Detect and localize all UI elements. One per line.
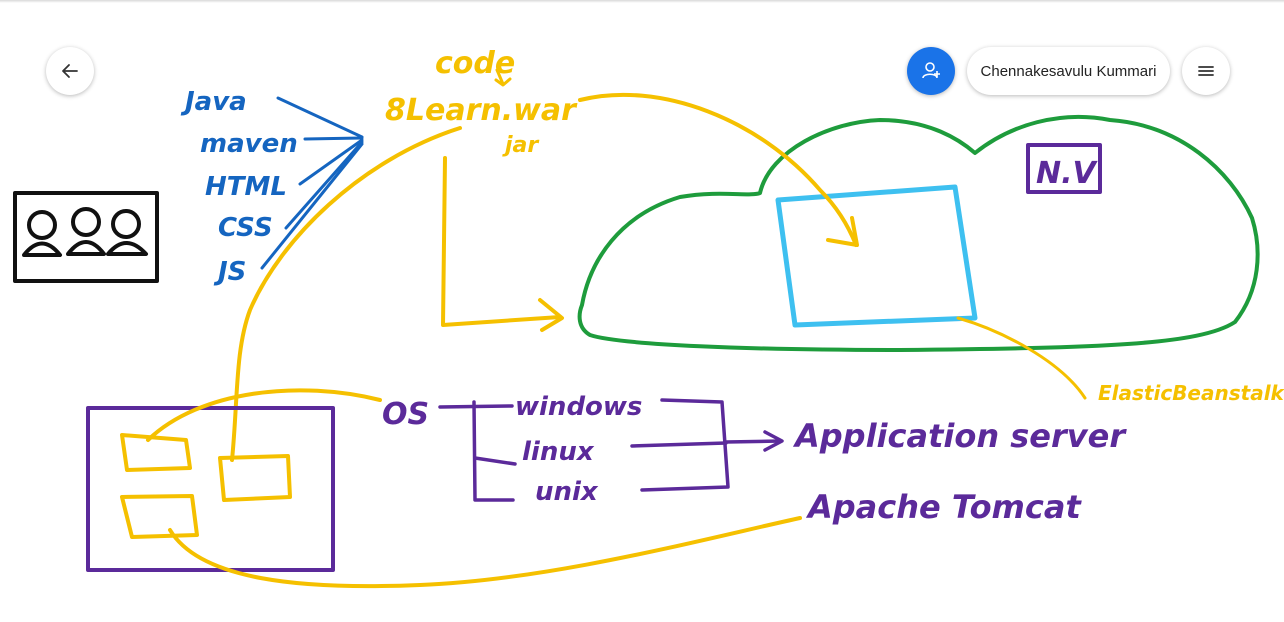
- os-windows: windows: [515, 392, 642, 422]
- stack-java: Java: [180, 87, 247, 117]
- os-unix: unix: [535, 477, 599, 507]
- jar-l-arrow: [441, 156, 562, 327]
- people-sketch: [22, 207, 148, 257]
- cloud-outline: [577, 114, 1260, 352]
- menu-button[interactable]: [1182, 47, 1230, 95]
- tomcat-curve: [168, 516, 802, 589]
- stack-css: CSS: [218, 213, 273, 243]
- deploy-curve: [578, 92, 858, 247]
- back-button[interactable]: [46, 47, 94, 95]
- instance-box: [775, 184, 978, 328]
- note-application-server: Application server: [792, 417, 1127, 455]
- user-name: Chennakesavulu Kummari: [980, 62, 1157, 80]
- hamburger-menu-icon: [1198, 66, 1214, 76]
- note-os: OS: [382, 397, 429, 432]
- stack-js: JS: [213, 257, 246, 287]
- note-jar: jar: [502, 133, 539, 158]
- stack-arrows: [260, 96, 364, 270]
- server-containers: [120, 433, 292, 539]
- user-name-button[interactable]: Chennakesavulu Kummari: [967, 47, 1170, 95]
- os-curve: [146, 388, 382, 442]
- code-arrow: [494, 68, 512, 87]
- note-nv: N.V: [1036, 156, 1099, 191]
- elastic-curve: [956, 316, 1087, 400]
- arrow-left-icon: [62, 64, 78, 78]
- server-box: [86, 406, 335, 572]
- note-elastic-beanstalk: ElasticBeanstalk: [1098, 381, 1284, 405]
- add-person-icon: [922, 62, 940, 79]
- note-apache-tomcat: Apache Tomcat: [805, 488, 1082, 526]
- nv-box: [1026, 143, 1102, 194]
- stack-html: HTML: [205, 172, 287, 202]
- os-bracket: [438, 400, 517, 502]
- team-box: [13, 191, 159, 283]
- note-app-name: 8Learn.war: [385, 93, 578, 128]
- share-button[interactable]: [907, 47, 955, 95]
- os-linux: linux: [522, 437, 595, 467]
- note-code: code: [435, 46, 515, 81]
- stack-maven: maven: [200, 129, 298, 159]
- top-shadow: [0, 0, 1284, 3]
- server-bracket: [630, 398, 784, 492]
